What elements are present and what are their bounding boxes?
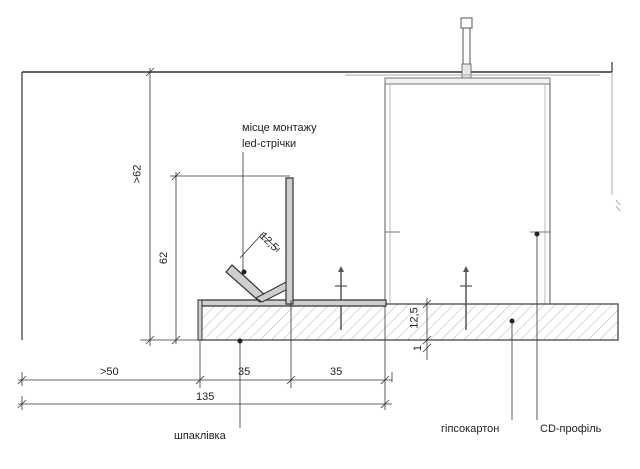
screws <box>335 266 472 330</box>
hanger-bracket <box>345 74 600 85</box>
dim-gap: 1 <box>412 344 425 352</box>
dim-span-a: 35 <box>238 366 251 378</box>
dim-board-thickness: 12,5 <box>408 307 421 329</box>
dim-total-width: 135 <box>196 391 215 403</box>
cd-profile <box>384 84 551 304</box>
hanger-rod <box>460 17 473 85</box>
led-mount-label-line2: led-стрічки <box>242 138 297 150</box>
ceiling-slab <box>21 62 621 340</box>
cd-profile-label: CD-профіль <box>540 423 602 435</box>
dim-offset-left: >50 <box>100 366 119 378</box>
leader-lines <box>237 152 538 428</box>
drywall-label: гіпсокартон <box>441 423 500 435</box>
led-mount-label-line1: місце монтажу <box>242 122 317 134</box>
dimension-lines <box>17 67 432 410</box>
dim-height-total: >62 <box>131 164 144 184</box>
putty-label: шпаклівка <box>174 430 226 442</box>
dim-height-profile: 62 <box>158 251 171 265</box>
dim-span-b: 35 <box>330 366 343 378</box>
